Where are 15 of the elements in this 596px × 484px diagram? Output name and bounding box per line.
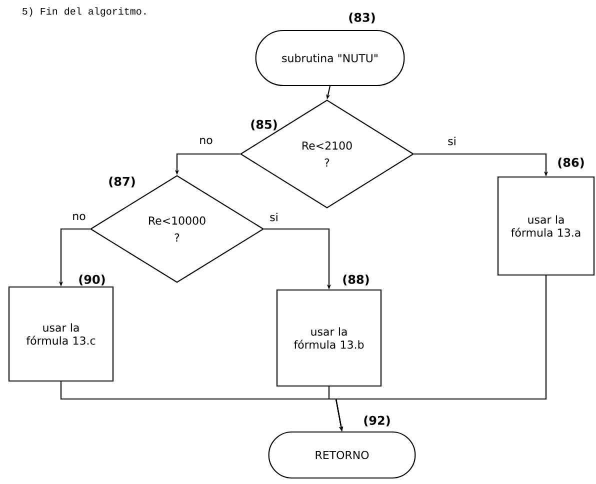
process-box: usar la fórmula 13.c bbox=[8, 286, 114, 382]
edge-label: no bbox=[198, 136, 214, 146]
process-box: usar la fórmula 13.a bbox=[497, 176, 595, 276]
step-number: (90) bbox=[79, 274, 105, 286]
step-number: (83) bbox=[349, 12, 375, 24]
edge-label: no bbox=[71, 212, 87, 222]
note-text: 5) Fin del algoritmo. bbox=[22, 7, 146, 17]
edge-label: si bbox=[446, 136, 458, 146]
step-number: (85) bbox=[251, 120, 277, 130]
edge-label: si bbox=[268, 212, 280, 222]
step-number: (86) bbox=[558, 158, 584, 168]
process-box: usar la fórmula 13.b bbox=[276, 289, 382, 387]
step-number: (92) bbox=[364, 416, 390, 426]
step-number: (88) bbox=[343, 274, 369, 286]
step-number: (87) bbox=[109, 176, 135, 188]
